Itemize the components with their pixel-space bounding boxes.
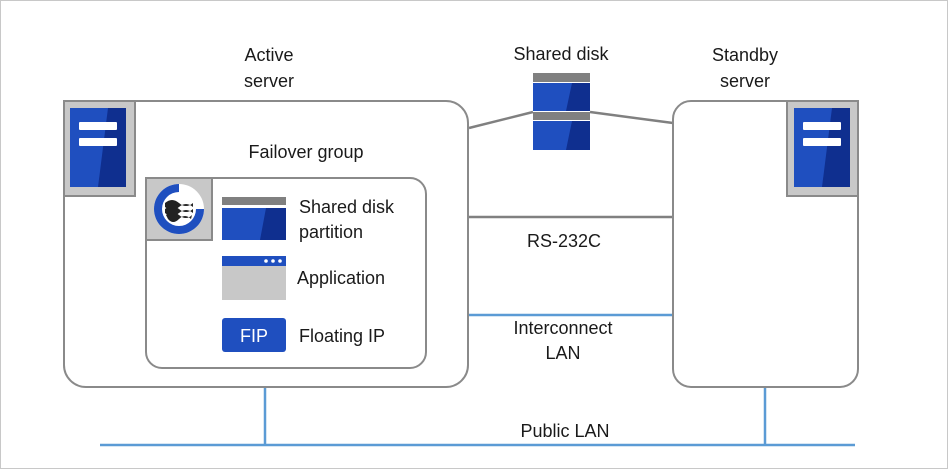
shared-disk-icon [533, 73, 590, 150]
active-server-label-line2: server [244, 71, 294, 91]
fip-badge-icon [222, 318, 286, 352]
rs232c-label: RS-232C [527, 231, 601, 251]
disk-link-active [468, 110, 534, 130]
application-window-icon [222, 256, 286, 300]
standby-server-label-line2: server [720, 71, 770, 91]
cluster-logo-icon [145, 177, 213, 241]
failover-group-label: Failover group [248, 142, 363, 162]
floating-ip-label: Floating IP [299, 326, 385, 346]
shared-disk-partition-label-line2: partition [299, 222, 363, 242]
standby-server-label-line1: Standby [712, 45, 778, 65]
interconnect-lan-label-line2: LAN [545, 343, 580, 363]
active-server-label-line1: Active [244, 45, 293, 65]
disk-partition-icon [222, 197, 286, 240]
shared-disk-label: Shared disk [513, 44, 609, 64]
fip-badge-text: FIP [240, 326, 268, 346]
application-label: Application [297, 268, 385, 288]
interconnect-lan-label-line1: Interconnect [513, 318, 612, 338]
shared-disk-partition-label-line1: Shared disk [299, 197, 395, 217]
standby-server-icon [786, 100, 859, 197]
public-lan-label: Public LAN [520, 421, 609, 441]
active-server-icon [63, 100, 136, 197]
disk-link-standby [589, 110, 674, 125]
